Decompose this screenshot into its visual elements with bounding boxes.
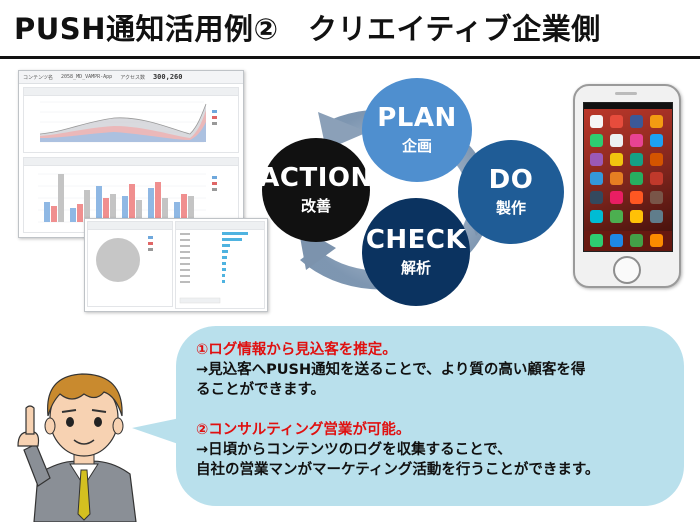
dashboard-metric-label: アクセス数 bbox=[120, 74, 145, 81]
home-button bbox=[613, 256, 641, 284]
bubble-text: ①ログ情報から見込客を推定。 →見込客へPUSH通知を送ることで、より質の高い顧… bbox=[196, 340, 678, 480]
dashboard-app-name: 2058_MD_VAMPR-App bbox=[61, 74, 113, 80]
bar-chart-graphic bbox=[38, 173, 206, 223]
title-underline bbox=[0, 56, 700, 59]
dashboard-content-label: コンテンツ名 bbox=[23, 74, 54, 81]
action-circle: ACTION 改善 bbox=[259, 138, 373, 242]
plan-sublabel: 企画 bbox=[401, 137, 432, 155]
action-label: ACTION bbox=[259, 163, 373, 193]
phone-screen bbox=[583, 102, 673, 252]
dashboard-metric-value: 300,260 bbox=[152, 73, 183, 81]
pie-chart-graphic bbox=[96, 238, 140, 282]
point2-heading: ②コンサルティング営業が可能。 bbox=[196, 422, 411, 438]
ranking-panel bbox=[175, 221, 265, 309]
line-chart-legend bbox=[212, 108, 219, 126]
point2-line1: →日頃からコンテンツのログを収集することで、 bbox=[196, 442, 512, 458]
check-circle: CHECK 解析 bbox=[362, 198, 470, 306]
analytics-dashboard-window: コンテンツ名 2058_MD_VAMPR-App アクセス数 300,260 bbox=[18, 70, 244, 238]
pie-chart-legend bbox=[148, 234, 155, 252]
check-sublabel: 解析 bbox=[400, 259, 431, 277]
summary-dashboard-window bbox=[84, 218, 268, 312]
dashboard-header: コンテンツ名 2058_MD_VAMPR-App アクセス数 300,260 bbox=[19, 71, 243, 84]
do-label: DO bbox=[488, 165, 534, 195]
app-grid-graphic bbox=[584, 103, 672, 251]
point1-heading: ①ログ情報から見込客を推定。 bbox=[196, 342, 397, 358]
ranking-bars-graphic bbox=[179, 232, 248, 304]
pie-chart-panel bbox=[87, 221, 173, 307]
plan-label: PLAN bbox=[377, 103, 457, 133]
point1-line1: →見込客へPUSH通知を送ることで、より質の高い顧客を得 bbox=[196, 362, 586, 378]
plan-circle: PLAN 企画 bbox=[362, 78, 472, 182]
point2-line2: 自社の営業マンがマーケティング活動を行うことができます。 bbox=[196, 462, 600, 478]
do-sublabel: 製作 bbox=[495, 199, 526, 217]
line-chart-panel bbox=[23, 87, 239, 153]
do-circle: DO 製作 bbox=[458, 140, 564, 244]
check-label: CHECK bbox=[365, 225, 467, 255]
speech-bubble bbox=[176, 326, 684, 506]
smartphone-icon bbox=[573, 84, 681, 288]
point1-line2: ることができます。 bbox=[196, 382, 326, 398]
action-sublabel: 改善 bbox=[300, 197, 331, 215]
businessman-pointing-icon bbox=[17, 373, 137, 522]
bar-chart-legend bbox=[212, 174, 219, 192]
area-chart-graphic bbox=[39, 101, 207, 143]
page-title: PUSH通知活用例② クリエイティブ企業側 bbox=[14, 12, 601, 46]
